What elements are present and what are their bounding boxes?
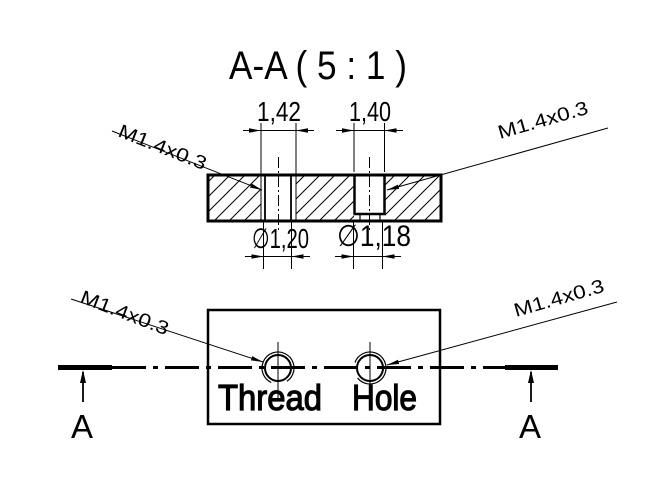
view-title: A-A ( 5 : 1 ) xyxy=(229,44,407,88)
thread-callout-lower-left: M1.4x0.3 xyxy=(70,287,264,363)
leader-arrow xyxy=(250,183,262,190)
leader-arrow xyxy=(387,184,400,190)
dim-arrow xyxy=(384,128,397,133)
hole-engraved-label: Hole xyxy=(352,377,417,418)
dim-arrow xyxy=(251,254,264,259)
dim-text-dia-1-20: ∅1,20 xyxy=(252,223,309,254)
callout-text: M1.4x0.3 xyxy=(77,287,171,340)
dim-arrow xyxy=(342,128,354,133)
dim-arrow xyxy=(296,128,308,133)
leader-arrow xyxy=(387,359,400,365)
section-marker-left: A xyxy=(71,370,93,445)
hole-circle xyxy=(353,342,387,399)
dimension-width-thread: 1,42 xyxy=(243,96,314,133)
dim-text-1-40: 1,40 xyxy=(349,96,391,127)
thread-callout-upper-left: M1.4x0.3 xyxy=(111,121,263,191)
callout-text: M1.4x0.3 xyxy=(512,276,607,322)
section-part-outline xyxy=(206,173,443,223)
hatch-region-left xyxy=(208,175,261,221)
plain-hole-section xyxy=(353,123,386,231)
thread-engraved-label: Thread xyxy=(218,377,322,418)
dim-arrow xyxy=(249,128,261,133)
section-letter-right: A xyxy=(519,408,541,445)
dim-arrow xyxy=(341,254,354,259)
dim-text-1-42: 1,42 xyxy=(257,96,301,127)
dim-arrow xyxy=(291,254,304,259)
dimension-width-hole: 1,40 xyxy=(336,96,403,133)
dim-arrow xyxy=(382,254,395,259)
section-marker-right: A xyxy=(519,370,541,445)
plan-view: A A M1.4x0.3 M1.4x0.3 xyxy=(58,276,618,445)
section-view: 1,42 1,40 ∅1,20 xyxy=(111,96,609,269)
callout-text: M1.4x0.3 xyxy=(115,121,209,175)
hatch-region-middle xyxy=(296,175,354,221)
dimension-dia-thread: ∅1,20 xyxy=(245,222,310,269)
thread-hole-section xyxy=(260,123,297,231)
section-arrow-icon xyxy=(528,370,534,383)
section-letter-left: A xyxy=(71,408,93,445)
thread-callout-lower-right: M1.4x0.3 xyxy=(386,276,618,366)
hatch-region-right xyxy=(385,175,441,221)
dim-text-dia-1-18: ∅1,18 xyxy=(337,220,411,253)
thread-circle xyxy=(261,342,295,399)
leader-arrow xyxy=(250,356,263,362)
section-arrow-icon xyxy=(80,370,86,383)
dimension-dia-hole: ∅1,18 xyxy=(335,220,411,269)
